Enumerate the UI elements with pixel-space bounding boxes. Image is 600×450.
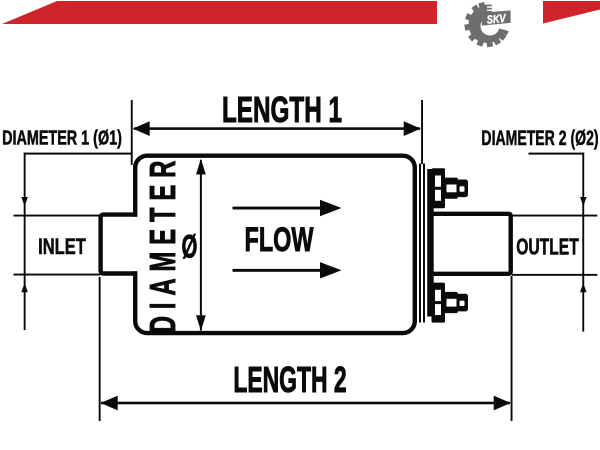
- svg-text:LENGTH 2: LENGTH 2: [233, 361, 346, 400]
- svg-text:DIAMETER 1 (Ø1): DIAMETER 1 (Ø1): [2, 126, 122, 149]
- svg-text:LENGTH 1: LENGTH 1: [222, 89, 342, 130]
- svg-text:Ø: Ø: [182, 229, 198, 265]
- svg-text:OUTLET: OUTLET: [516, 235, 579, 261]
- svg-text:INLET: INLET: [38, 235, 86, 260]
- svg-text:SKV: SKV: [486, 13, 507, 27]
- svg-text:DIAMETER: DIAMETER: [143, 154, 183, 334]
- svg-text:DIAMETER 2 (Ø2): DIAMETER 2 (Ø2): [481, 126, 598, 149]
- svg-text:FLOW: FLOW: [244, 222, 313, 259]
